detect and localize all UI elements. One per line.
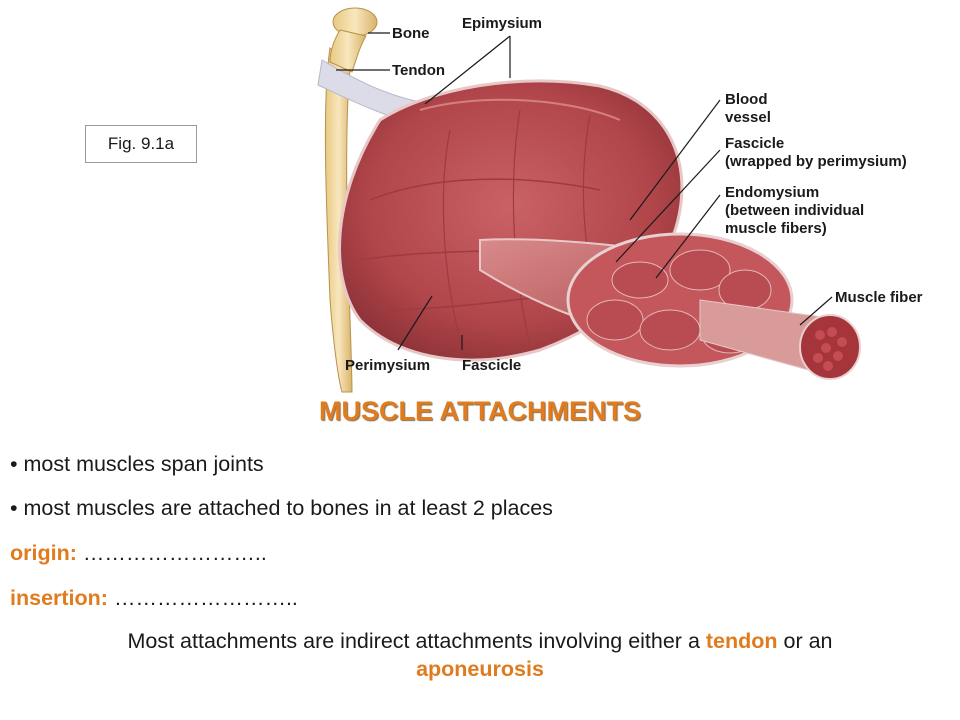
label-fascicle-line2: (wrapped by perimysium): [725, 153, 907, 170]
muscle-fiber: [699, 299, 861, 380]
origin-blank: ……………………..: [82, 541, 267, 565]
insertion-blank: ……………………..: [113, 586, 298, 610]
label-fascicle-bottom: Fascicle: [462, 357, 521, 374]
label-endomysium-line1: Endomysium: [725, 184, 819, 201]
page-title: MUSCLE ATTACHMENTS: [319, 396, 641, 426]
label-blood-vessel-line1: Blood: [725, 91, 768, 108]
bullet-attached-two-places: • most muscles are attached to bones in …: [10, 496, 553, 520]
bullet-span-joints: • most muscles span joints: [10, 452, 264, 476]
label-perimysium: Perimysium: [345, 357, 430, 374]
bone-shape: [324, 7, 378, 393]
origin-line: origin: ……………………..: [10, 541, 267, 566]
origin-label: origin:: [10, 541, 77, 565]
footer-text-start: Most attachments are indirect attachment…: [127, 629, 706, 653]
label-epimysium: Epimysium: [462, 15, 542, 32]
label-fascicle-line1: Fascicle: [725, 135, 784, 152]
insertion-line: insertion: ……………………..: [10, 586, 298, 611]
label-bone: Bone: [392, 25, 430, 42]
footer-aponeurosis: aponeurosis: [416, 657, 544, 681]
footer-text-mid: or an: [777, 629, 833, 653]
label-tendon: Tendon: [392, 62, 445, 79]
label-endomysium-line2: (between individual: [725, 202, 864, 219]
label-muscle-fiber: Muscle fiber: [835, 289, 923, 306]
label-endomysium-line3: muscle fibers): [725, 220, 827, 237]
footer-tendon: tendon: [705, 629, 778, 653]
insertion-label: insertion:: [10, 586, 108, 610]
figure-label: Fig. 9.1a: [85, 125, 197, 163]
leader-lines: [336, 32, 833, 351]
muscle-structure-diagram: Bone Epimysium Tendon Blood vessel Fasci…: [317, 7, 923, 393]
label-blood-vessel-line2: vessel: [725, 109, 771, 126]
footer-note: Most attachments are indirect attachment…: [20, 627, 940, 683]
